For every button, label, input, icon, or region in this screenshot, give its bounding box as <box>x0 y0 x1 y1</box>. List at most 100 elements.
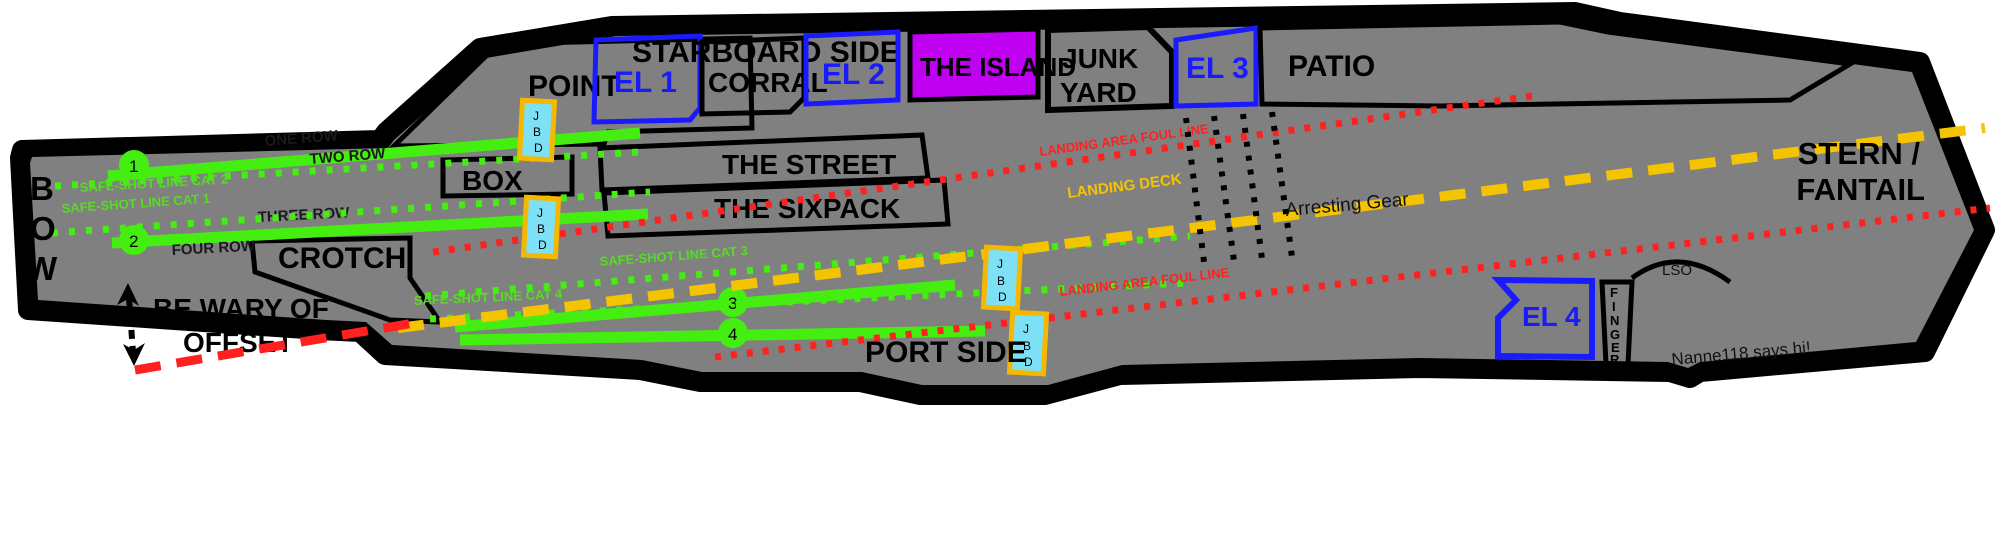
jbd-box-2-letter-2: D <box>538 238 547 252</box>
zone-finger[interactable]: F I N G E R <box>1599 279 1635 367</box>
safe-shot-cat4-line <box>429 279 1186 323</box>
elevator-el1-shape <box>591 33 703 125</box>
jbd-box-4[interactable]: J B D <box>1006 309 1050 377</box>
finger-letter-5: R <box>1610 352 1620 367</box>
safe-shot-cat4-label: SAFE-SHOT LINE CAT 4 <box>413 286 563 308</box>
elevator-el2-shape <box>803 29 901 107</box>
jbd-box-3[interactable]: J B D <box>980 244 1024 312</box>
offset-warning: BE WARY OF OFFSET <box>117 283 421 375</box>
jbd-box-3-shape <box>980 244 1024 312</box>
jbd-box-2-letter-1: B <box>537 222 545 236</box>
jbd-box-1-letter-2: D <box>534 141 543 155</box>
zone-street-shape <box>597 132 931 193</box>
lso-arc <box>1630 259 1732 285</box>
jbd-box-4-shape <box>1006 309 1050 377</box>
jbd-box-2-letter-0: J <box>537 206 543 220</box>
elevator-el3[interactable]: EL 3 <box>1173 25 1259 109</box>
jbd-box-1-letter-0: J <box>533 109 539 123</box>
elevator-el1-label: EL 1 <box>614 66 677 99</box>
cat3-marker[interactable] <box>718 287 748 317</box>
zone-patio-label: PATIO <box>1288 50 1375 83</box>
landing-deck-line <box>397 123 1986 333</box>
elevator-el2[interactable]: EL 2 <box>803 29 901 107</box>
finger-letter-1: I <box>1612 299 1616 314</box>
jbd-box-4-letter-2: D <box>1024 355 1033 369</box>
cat2-number: 2 <box>129 232 138 251</box>
bow-indicator: B O W <box>26 170 58 287</box>
row-label-three: THREE ROW <box>257 204 350 226</box>
jbd-box-1[interactable]: J B D <box>516 97 558 163</box>
zone-junkyard-shape <box>1045 23 1175 114</box>
arresting-wire-3 <box>1240 113 1265 260</box>
zone-corral-label: CORRAL <box>708 67 828 98</box>
zone-junkyard-label-2: YARD <box>1060 77 1137 108</box>
jbd-box-2[interactable]: J B D <box>520 194 562 260</box>
zone-corral-shape <box>699 35 807 117</box>
elevator-el3-shape <box>1173 25 1259 109</box>
cat4-marker[interactable] <box>718 318 748 348</box>
zone-island-label: THE ISLAND <box>920 52 1076 82</box>
zone-box-label: BOX <box>462 165 523 196</box>
stern-label: STERN / <box>1798 136 1921 171</box>
deck-hull <box>10 2 1995 405</box>
row-labels: ONE ROW TWO ROW THREE ROW FOUR ROW <box>171 127 386 259</box>
jbd-box-1-letter-1: B <box>533 125 541 139</box>
elevator-el4-shape <box>1491 276 1595 361</box>
elevator-el2-label: EL 2 <box>822 58 885 91</box>
finger-letter-4: E <box>1611 340 1620 355</box>
bow-letter-b: B <box>30 170 54 207</box>
safe-shot-cat2-line <box>54 148 641 190</box>
zone-patio-shape <box>1257 19 1858 109</box>
arresting-wire-1 <box>1183 117 1207 263</box>
offset-warning-arrow-down <box>123 343 145 366</box>
lso-label: LSO <box>1662 262 1692 279</box>
elevator-el4-label: EL 4 <box>1522 301 1581 332</box>
zone-crotch-label: CROTCH <box>278 242 406 275</box>
bow-letter-w: W <box>26 250 58 287</box>
jbd-box-3-letter-0: J <box>997 257 1003 271</box>
starboard-side-label: STARBOARD SIDE <box>632 36 900 69</box>
arresting-wire-2 <box>1211 115 1237 262</box>
row-label-two: TWO ROW <box>309 145 387 168</box>
cat4-number: 4 <box>728 325 737 344</box>
jbd-box-3-letter-1: B <box>997 274 1005 288</box>
jbd-box-1-shape <box>516 97 558 163</box>
zone-patio[interactable]: PATIO <box>1257 19 1858 109</box>
cat1-number: 1 <box>129 157 138 176</box>
row-label-four: FOUR ROW <box>171 238 256 259</box>
jbd-box-4-letter-1: B <box>1023 339 1031 353</box>
elevator-el4[interactable]: EL 4 <box>1491 276 1595 361</box>
jbd-box-4-letter-0: J <box>1023 322 1029 336</box>
arresting-wire-4 <box>1269 111 1295 258</box>
offset-reference-line <box>134 317 421 375</box>
zone-point-label: POINT <box>528 70 620 103</box>
foul-line-lower <box>714 204 1991 361</box>
elevator-el3-label: EL 3 <box>1186 52 1249 85</box>
lso-marker[interactable]: LSO <box>1630 259 1732 285</box>
zone-sixpack-label: THE SIXPACK <box>714 193 900 224</box>
cat3-number: 3 <box>728 294 737 313</box>
zone-sixpack[interactable]: THE SIXPACK <box>601 177 951 239</box>
offset-warning-line1: BE WARY OF <box>153 293 329 324</box>
fantail-label: FANTAIL <box>1796 172 1925 207</box>
offset-warning-arrow-up <box>117 283 139 306</box>
stern-indicator: STERN / FANTAIL <box>1796 136 1925 207</box>
port-side-label: PORT SIDE <box>865 336 1027 369</box>
jbd-box-2-shape <box>520 194 562 260</box>
cat2-marker[interactable] <box>119 225 149 255</box>
zone-junkyard[interactable]: JUNK YARD <box>1045 23 1175 114</box>
deck-surface <box>30 22 1974 385</box>
bow-letter-o: O <box>30 210 56 247</box>
finger-letter-0: F <box>1610 285 1618 300</box>
zone-island-shape <box>907 26 1041 103</box>
zone-street-label: THE STREET <box>722 149 896 180</box>
cat1-marker[interactable] <box>119 150 149 180</box>
zone-finger-shape <box>1599 279 1635 367</box>
row-label-one: ONE ROW <box>264 127 339 150</box>
zone-street[interactable]: THE STREET <box>597 132 931 193</box>
elevator-el1[interactable]: EL 1 <box>591 33 703 125</box>
finger-letter-3: G <box>1610 327 1620 342</box>
zone-junkyard-label-1: JUNK <box>1062 43 1138 74</box>
